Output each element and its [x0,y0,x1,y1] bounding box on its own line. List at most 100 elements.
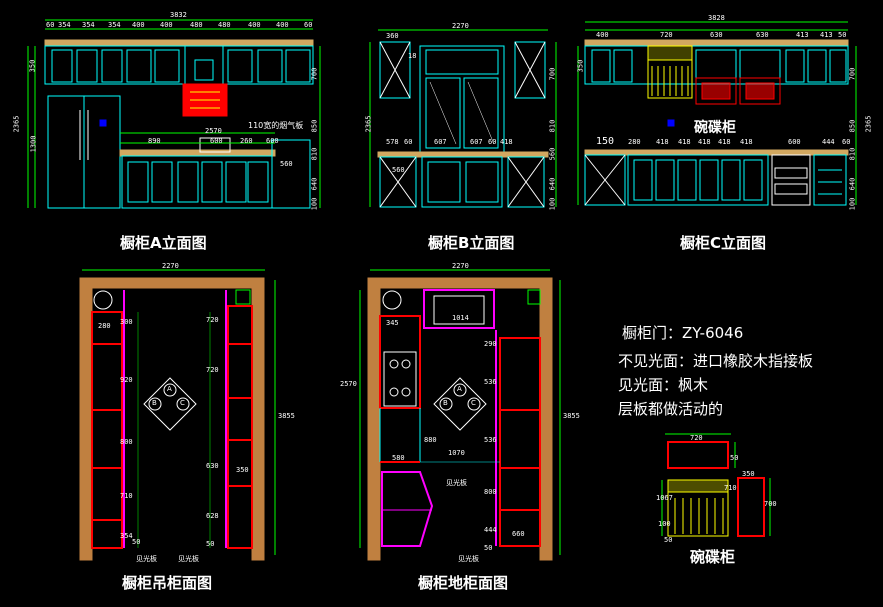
b-h-col-1: 810 [548,119,557,133]
a-lower-row-0: 890 [148,137,161,145]
dim-plan-floor-depth: 3855 [563,412,580,420]
a-lower-row-1: 600 [210,137,223,145]
dim-c-total: 3828 [708,14,725,22]
caption-plan-floor: 橱柜地柜面图 [418,574,509,592]
pw-right-col-3: 350 [236,466,249,474]
elevation-a [27,19,321,209]
detail-col-7: 50 [664,536,673,544]
b-h-col-4: 640 [548,177,557,191]
label-bowl-cabinet-c: 碗碟柜 [694,120,736,136]
pf-right-col-4: 444 [484,526,497,534]
caption-elevation-a: 橱柜A立面图 [120,234,207,252]
a-seg-row-4: 400 [132,21,145,29]
elevation-c [577,21,857,206]
pw-right-col-0: 720 [206,316,219,324]
caption-bowl-cabinet-detail: 碗碟柜 [690,548,736,566]
pf-right-col-5: 660 [512,530,525,538]
c-top-row-5: 413 [820,31,833,39]
elevation-b [369,29,557,208]
c-lower-row-6: 600 [788,138,801,146]
c-top-row-6: 50 [838,31,847,39]
a-h-col-2: 850 [310,119,319,133]
caption-elevation-c: 橱柜C立面图 [680,234,767,252]
pw-left-col-4: 710 [120,492,133,500]
b-lower-row-5: 418 [500,138,513,146]
c-top-row-0: 400 [596,31,609,39]
label-visible-panel: 见光板 [136,555,157,563]
pw-right-col-2: 630 [206,462,219,470]
pf-left-col-1: 2570 [340,380,357,388]
compass-c-floor: C [471,399,476,407]
note-hidden-face: 不见光面：进口橡胶木指接板 [618,352,814,370]
a-seg-row-10: 60 [304,21,313,29]
pw-right-col-4: 628 [206,512,219,520]
detail-col-6: 100 [658,520,671,528]
a-seg-row-3: 354 [108,21,121,29]
a-seg-row-5: 400 [160,21,173,29]
pf-left-col-3: 580 [392,454,405,462]
bowl-cabinet-detail [661,433,771,537]
a-seg-row-7: 480 [218,21,231,29]
pw-left-col-2: 920 [120,376,133,384]
dim-b-left-1: 560 [392,166,405,174]
caption-elevation-b: 橱柜B立面图 [428,234,515,252]
a-seg-row-0: 60 [46,21,55,29]
c-h-col-5: 100 [848,197,857,211]
c-h-col-3: 2365 [864,115,873,133]
pf-right-col-2: 536 [484,436,497,444]
c-lower-row-5: 418 [740,138,753,146]
dim-a-right: 560 [280,160,293,168]
a-h-col-1: 700 [310,67,319,81]
pw-left-col-3: 800 [120,438,133,446]
a-seg-row-8: 400 [248,21,261,29]
label-visible-panel: 见光板 [458,555,479,563]
b-h-col-2: 2365 [364,115,373,133]
detail-col-5: 1067 [656,494,673,502]
c-h-col-0: 350 [576,59,585,73]
c-lower-row-3: 418 [698,138,711,146]
dim-plan-wall-total: 2270 [162,262,179,270]
b-lower-row-3: 607 [470,138,483,146]
label-visible-panel: 见光板 [178,555,199,563]
a-h-col-5: 640 [310,177,319,191]
note-visible-face: 见光面：枫木 [618,376,709,394]
dim-plan-floor-sink: 1014 [452,314,469,322]
pf-left-col-2: 880 [424,436,437,444]
c-lower-row-0: 280 [628,138,641,146]
compass-a-wall: A [167,385,172,393]
pw-left-col-6: 50 [132,538,141,546]
label-visible-panel: 见光板 [446,479,467,487]
detail-col-1: 50 [730,454,739,462]
b-h-col-3: 560 [548,147,557,161]
dim-a-total: 3832 [170,11,187,19]
c-h-col-4: 640 [848,177,857,191]
c-lower-row-1: 418 [656,138,669,146]
c-h-col-2: 850 [848,119,857,133]
detail-col-2: 350 [742,470,755,478]
a-seg-row-9: 400 [276,21,289,29]
pf-right-col-0: 290 [484,340,497,348]
b-lower-row-1: 60 [404,138,413,146]
b-h-col-0: 700 [548,67,557,81]
label-hood-panel: 110宽的烟气板 [248,121,304,130]
detail-col-3: 700 [764,500,777,508]
pf-left-col-4: 1070 [448,449,465,457]
c-lower-row-8: 60 [842,138,851,146]
dim-plan-floor-total: 2270 [452,262,469,270]
note-door: 橱柜门：ZY-6046 [622,324,744,342]
pf-right-col-1: 536 [484,378,497,386]
c-top-row-2: 630 [710,31,723,39]
pf-left-col-0: 345 [386,319,399,327]
c-lower-row-2: 418 [678,138,691,146]
caption-plan-wall: 橱柜吊柜面图 [122,574,213,592]
c-top-row-3: 630 [756,31,769,39]
a-h-col-6: 100 [310,197,319,211]
a-seg-row-1: 354 [58,21,71,29]
pw-right-col-5: 50 [206,540,215,548]
pf-right-col-3: 800 [484,488,497,496]
detail-col-4: 710 [724,484,737,492]
c-lower-row-7: 444 [822,138,835,146]
b-lower-row-2: 607 [434,138,447,146]
compass-b-floor: B [443,399,448,407]
